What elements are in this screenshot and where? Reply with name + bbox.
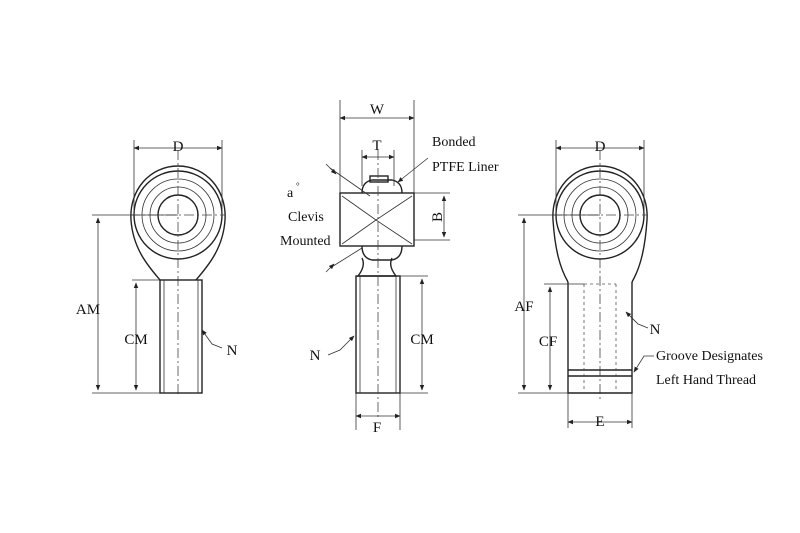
mid-b-label: B bbox=[430, 212, 446, 222]
middle-view bbox=[325, 100, 450, 430]
mid-ball-line-1 bbox=[341, 195, 377, 221]
mid-bonded-label: Bonded bbox=[432, 135, 476, 150]
left-n-label: N bbox=[227, 343, 238, 359]
mid-ball-bottom bbox=[361, 245, 403, 261]
right-af-label: AF bbox=[514, 299, 533, 315]
mid-a-degree: ° bbox=[296, 181, 300, 191]
mid-w-label: W bbox=[370, 102, 385, 118]
right-d-label: D bbox=[595, 139, 606, 155]
left-shank bbox=[159, 279, 203, 394]
right-groove-leader bbox=[633, 355, 654, 373]
left-view bbox=[92, 140, 226, 395]
mid-ball-cap bbox=[369, 175, 389, 183]
mid-cm-label: CM bbox=[410, 332, 433, 348]
mid-clevis-label: Clevis bbox=[288, 210, 324, 225]
right-e-label: E bbox=[595, 414, 604, 430]
mid-angle-line-top bbox=[329, 167, 371, 197]
mid-ball-top bbox=[361, 179, 403, 194]
mid-f-label: F bbox=[373, 420, 381, 436]
right-n-leader bbox=[625, 311, 649, 329]
left-head-outline bbox=[130, 165, 226, 281]
right-groove-label-1: Groove Designates bbox=[656, 349, 763, 364]
mid-t-label: T bbox=[372, 138, 381, 154]
left-n-leader bbox=[201, 329, 223, 349]
mid-ball-line-4 bbox=[375, 219, 413, 245]
left-cm-label: CM bbox=[124, 332, 147, 348]
right-n-label: N bbox=[650, 322, 661, 338]
left-am-label: AM bbox=[76, 302, 100, 318]
left-d-label: D bbox=[173, 139, 184, 155]
right-cf-label: CF bbox=[539, 334, 557, 350]
mid-angle-arrow-top bbox=[325, 163, 337, 175]
right-view bbox=[518, 140, 654, 428]
mid-mounted-label: Mounted bbox=[280, 234, 331, 249]
mid-angle-line-bot bbox=[329, 247, 363, 269]
mid-a-label: a bbox=[287, 186, 294, 201]
mid-angle-arrow-bot bbox=[325, 263, 335, 273]
mid-n-leader bbox=[327, 335, 355, 356]
mid-ptfe-label: PTFE Liner bbox=[432, 160, 499, 175]
mid-race-body bbox=[339, 192, 415, 247]
mid-bonded-leader bbox=[397, 157, 429, 183]
right-groove-label-2: Left Hand Thread bbox=[656, 373, 756, 388]
right-head-outline bbox=[552, 165, 648, 283]
right-body bbox=[567, 282, 633, 394]
mid-n-label: N bbox=[310, 348, 321, 364]
mid-ball-line-3 bbox=[375, 195, 413, 221]
mid-ball-line-2 bbox=[341, 219, 377, 245]
